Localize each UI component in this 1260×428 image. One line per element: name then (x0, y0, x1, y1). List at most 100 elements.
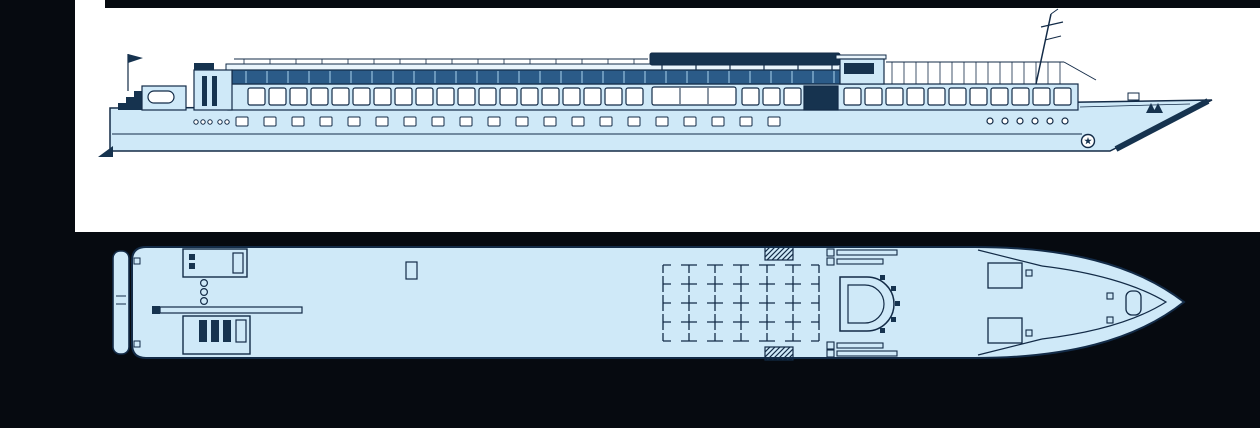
skylight-vent (765, 347, 793, 360)
porthole (986, 117, 994, 125)
capstan (200, 279, 209, 288)
cabin-window (864, 87, 883, 106)
bow-fitting (1106, 292, 1114, 300)
cabin-window (906, 87, 925, 106)
lower-deck-window (431, 116, 445, 127)
bow-logo-triangle (1146, 103, 1156, 113)
stern-skeg (98, 146, 113, 157)
railing-slope (1063, 61, 1097, 81)
porthole (224, 119, 230, 125)
sun-deck-hull (131, 246, 1186, 359)
cabin-window (948, 87, 967, 106)
lower-deck-window (347, 116, 361, 127)
deck-taper-line (977, 338, 1043, 356)
cabin-window (499, 87, 518, 106)
deckhouse-top (182, 248, 248, 278)
deck-chair-grid (662, 264, 820, 342)
lower-deck-window (599, 116, 613, 127)
porthole (1031, 117, 1039, 125)
stair-flight (223, 320, 231, 342)
cabin-window (990, 87, 1009, 106)
cabin-window (762, 87, 781, 106)
mast-top (1050, 8, 1059, 15)
foredeck-line (1079, 103, 1191, 108)
screen-tick (1025, 329, 1033, 337)
cabin-window (843, 87, 862, 106)
wind-screen (987, 317, 1023, 344)
porthole (207, 119, 213, 125)
bench (836, 249, 898, 256)
whirlpool-seat (880, 328, 885, 333)
mast-antenna (1044, 35, 1062, 41)
cabin-window (741, 87, 760, 106)
mooring-cleat (133, 257, 141, 265)
cabin-window (373, 87, 392, 106)
skylight-vent (765, 247, 793, 260)
cabin-window (268, 87, 287, 106)
lower-deck-window (487, 116, 501, 127)
ship-side-view (98, 8, 1213, 157)
mooring-cleat (133, 340, 141, 348)
lower-deck-window (403, 116, 417, 127)
cabin-window (927, 87, 946, 106)
upper-deck-window-band (231, 69, 863, 85)
porthole (1046, 117, 1054, 125)
lower-deck-window (515, 116, 529, 127)
wheelhouse-window (844, 63, 874, 74)
deck-taper-line (977, 249, 1043, 267)
stern-stairs (118, 91, 142, 110)
cabin-window (289, 87, 308, 106)
bench (836, 258, 884, 265)
whirlpool-seat (895, 301, 900, 306)
bench-end (826, 341, 835, 350)
lower-deck-window (739, 116, 753, 127)
boarding-door (803, 85, 839, 111)
cabin-window (562, 87, 581, 106)
lower-deck-window (459, 116, 473, 127)
gangway-end (152, 306, 160, 314)
cabin-window (1032, 87, 1051, 106)
stair-tower-cap (194, 63, 214, 70)
stair-house (182, 315, 251, 355)
skylight-vent (764, 246, 794, 261)
cabin-window (969, 87, 988, 106)
porthole (193, 119, 199, 125)
cabin-window (352, 87, 371, 106)
sun-canopy (649, 52, 841, 66)
cabin-window (478, 87, 497, 106)
bow-stem-stripe (1114, 98, 1210, 152)
whirlpool-inner (847, 284, 885, 324)
deckhouse-vent (189, 263, 195, 269)
ship-top-view (112, 246, 1186, 361)
lower-deck-window (683, 116, 697, 127)
lower-deck-window (291, 116, 305, 127)
lower-deck-window (571, 116, 585, 127)
lower-deck-window (375, 116, 389, 127)
life-ring-star (1084, 137, 1092, 145)
lower-deck-window (543, 116, 557, 127)
skylight-vent (764, 346, 794, 361)
cabin-window (394, 87, 413, 106)
whirlpool-seat (891, 317, 896, 322)
stair-flight (199, 320, 207, 342)
cabin-window (415, 87, 434, 106)
bow-inner-edge (1041, 265, 1168, 340)
deckhouse-top-box (232, 252, 244, 274)
bow-fitting (1106, 316, 1114, 324)
bow-logo-triangle (1153, 103, 1163, 113)
porthole (200, 119, 206, 125)
cabin-window (541, 87, 560, 106)
cabin-window (247, 87, 266, 106)
bench-end (826, 248, 835, 257)
lower-deck-window (655, 116, 669, 127)
cabin-window (436, 87, 455, 106)
whirlpool-outer (839, 276, 895, 332)
screen-tick (1025, 269, 1033, 277)
stair-landing (235, 319, 247, 343)
capstan (200, 288, 209, 297)
bow-capstan-housing (1125, 290, 1142, 316)
lower-deck-window (767, 116, 781, 127)
cabin-window (310, 87, 329, 106)
